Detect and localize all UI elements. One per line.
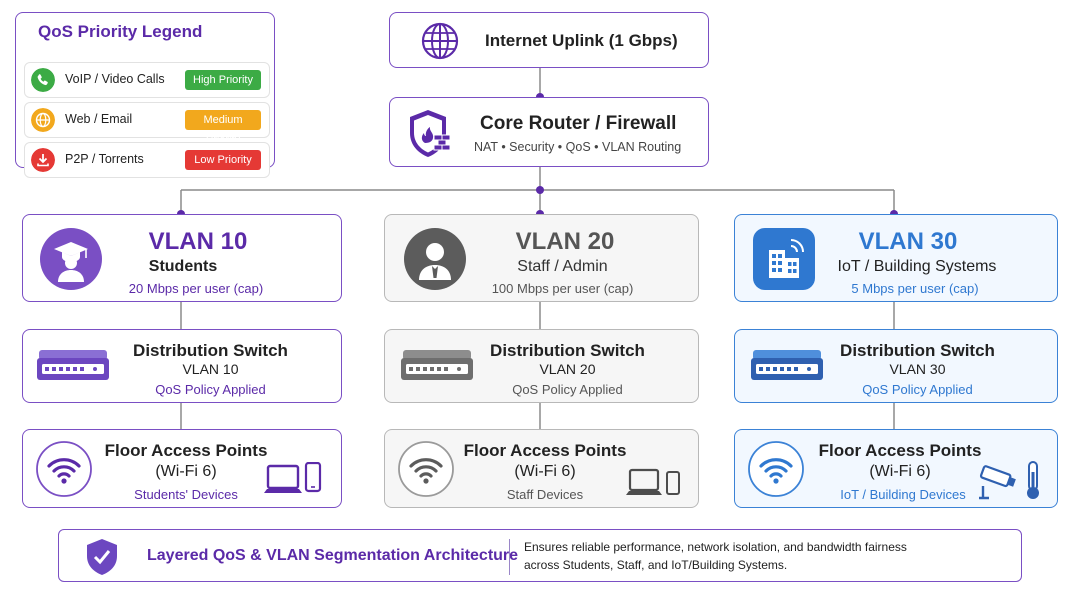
- router-subtitle: NAT • Security • QoS • VLAN Routing: [474, 140, 682, 154]
- switch-policy: QoS Policy Applied: [155, 382, 266, 397]
- wifi-icon: [36, 441, 92, 497]
- distribution-switch-10: Distribution Switch VLAN 10 QoS Policy A…: [22, 329, 342, 403]
- distribution-switch-20: Distribution Switch VLAN 20 QoS Policy A…: [384, 329, 699, 403]
- router-title: Core Router / Firewall: [480, 113, 677, 134]
- download-icon: [31, 148, 55, 172]
- vlan-group: Students: [148, 258, 218, 275]
- priority-badge: High Priority: [185, 70, 261, 90]
- wifi-icon: [748, 441, 804, 497]
- switch-policy: QoS Policy Applied: [512, 382, 623, 397]
- internet-uplink-box: Internet Uplink (1 Gbps): [389, 12, 709, 68]
- switch-title: Distribution Switch: [490, 341, 645, 360]
- architecture-footer: Layered QoS & VLAN Segmentation Architec…: [58, 529, 1022, 582]
- vlan-title: VLAN 30: [858, 228, 958, 255]
- footer-title: Layered QoS & VLAN Segmentation Architec…: [147, 547, 519, 564]
- laptop-phone-icon: [264, 462, 322, 493]
- globe-icon: [31, 108, 55, 132]
- wifi-icon: [398, 441, 454, 497]
- laptop-phone-icon: [626, 468, 680, 495]
- ap-title: Floor Access Points: [104, 441, 268, 460]
- access-points-10: Floor Access Points (Wi-Fi 6) Students' …: [22, 429, 342, 508]
- footer-line-2: across Students, Staff, and IoT/Building…: [524, 558, 788, 572]
- switch-icon: [37, 350, 109, 380]
- ap-devices: Students' Devices: [134, 487, 238, 502]
- switch-vlan: VLAN 10: [182, 361, 239, 377]
- staff-icon: [404, 228, 466, 290]
- switch-vlan: VLAN 30: [889, 361, 946, 377]
- ap-subtitle: (Wi-Fi 6): [155, 463, 217, 480]
- legend-item-voip: VoIP / Video Calls High Priority: [24, 62, 270, 98]
- legend-label: VoIP / Video Calls: [65, 72, 165, 86]
- legend-label: Web / Email: [65, 112, 133, 126]
- qos-priority-legend: QoS Priority Legend VoIP / Video Calls H…: [15, 12, 275, 178]
- vlan-title: VLAN 10: [148, 228, 248, 255]
- globe-icon: [421, 22, 459, 60]
- ap-subtitle: (Wi-Fi 6): [514, 463, 576, 480]
- priority-badge: Low Priority: [185, 150, 261, 170]
- uplink-label: Internet Uplink (1 Gbps): [485, 31, 678, 50]
- legend-item-p2p: P2P / Torrents Low Priority: [24, 142, 270, 178]
- building-icon: [753, 228, 815, 290]
- legend-title: QoS Priority Legend: [38, 22, 203, 41]
- footer-divider: [509, 539, 510, 575]
- legend-item-web: Web / Email Medium Priority: [24, 102, 270, 146]
- vlan-30-box: VLAN 30 IoT / Building Systems 5 Mbps pe…: [734, 214, 1058, 302]
- distribution-switch-30: Distribution Switch VLAN 30 QoS Policy A…: [734, 329, 1058, 403]
- ap-title: Floor Access Points: [818, 441, 982, 460]
- core-router-box: Core Router / Firewall NAT • Security • …: [389, 97, 709, 167]
- vlan-group: Staff / Admin: [517, 258, 608, 275]
- vlan-20-box: VLAN 20 Staff / Admin 100 Mbps per user …: [384, 214, 699, 302]
- footer-line-1: Ensures reliable performance, network is…: [524, 540, 907, 554]
- phone-icon: [31, 68, 55, 92]
- vlan-group: IoT / Building Systems: [837, 258, 997, 275]
- ap-devices: Staff Devices: [506, 487, 584, 502]
- camera-thermometer-icon: [979, 461, 1039, 500]
- switch-title: Distribution Switch: [133, 341, 288, 360]
- vlan-cap: 5 Mbps per user (cap): [851, 281, 979, 296]
- switch-title: Distribution Switch: [840, 341, 995, 360]
- shield-firewall-icon: [410, 110, 451, 157]
- switch-policy: QoS Policy Applied: [862, 382, 973, 397]
- switch-icon: [751, 350, 823, 380]
- shield-check-icon: [87, 539, 117, 575]
- vlan-title: VLAN 20: [515, 228, 615, 255]
- vlan-cap: 20 Mbps per user (cap): [128, 281, 264, 296]
- graduate-icon: [40, 228, 102, 290]
- access-points-30: Floor Access Points (Wi-Fi 6) IoT / Buil…: [734, 429, 1058, 508]
- vlan-cap: 100 Mbps per user (cap): [491, 281, 634, 296]
- ap-devices: IoT / Building Devices: [840, 487, 966, 502]
- access-points-20: Floor Access Points (Wi-Fi 6) Staff Devi…: [384, 429, 699, 508]
- switch-vlan: VLAN 20: [539, 361, 596, 377]
- ap-subtitle: (Wi-Fi 6): [869, 463, 931, 480]
- ap-title: Floor Access Points: [463, 441, 627, 460]
- priority-badge: Medium Priority: [185, 110, 261, 146]
- legend-label: P2P / Torrents: [65, 152, 144, 166]
- switch-icon: [401, 350, 473, 380]
- vlan-10-box: VLAN 10 Students 20 Mbps per user (cap): [22, 214, 342, 302]
